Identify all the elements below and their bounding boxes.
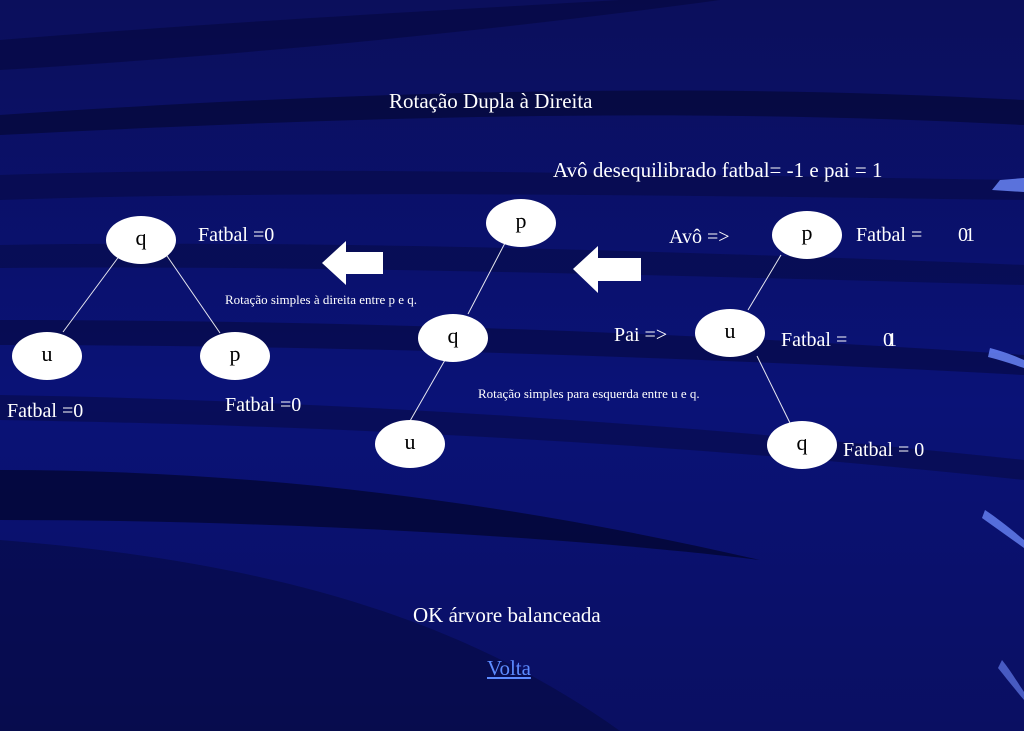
slide-subtitle: Avô desequilibrado fatbal= -1 e pai = 1: [553, 158, 883, 182]
edge-final-root-right: [164, 252, 221, 334]
tree-node: u: [695, 309, 765, 357]
fatbal-value-new: 1: [887, 329, 897, 351]
fatbal-label: Fatbal =: [781, 329, 848, 351]
fatbal-label: Fatbal =: [856, 224, 923, 246]
edge-middle-mid-bottom: [409, 359, 446, 422]
fatbal-label: Fatbal =0: [198, 224, 275, 246]
tree-node: q: [767, 421, 837, 469]
fatbal-label: Fatbal =0: [7, 400, 84, 422]
tree-node: u: [375, 420, 445, 468]
grandparent-label: Avô =>: [669, 226, 730, 248]
edge-middle-top-mid: [467, 242, 506, 315]
conclusion-text: OK árvore balanceada: [413, 603, 601, 627]
tree-node: q: [418, 314, 488, 362]
fatbal-label: Fatbal = 0: [843, 439, 925, 461]
slide-title: Rotação Dupla à Direita: [389, 89, 593, 113]
tree-node: u: [12, 332, 82, 380]
tree-node: q: [106, 216, 176, 264]
edge-final-root-left: [62, 254, 121, 333]
fatbal-label: Fatbal =0: [225, 394, 302, 416]
tree-node: p: [200, 332, 270, 380]
tree-node: p: [772, 211, 842, 259]
back-link[interactable]: Volta: [487, 656, 531, 680]
fatbal-value-old: 0: [958, 224, 968, 246]
parent-label: Pai =>: [614, 324, 668, 346]
tree-node: p: [486, 199, 556, 247]
edge-initial-parent-child: [756, 355, 791, 424]
left-arrow-icon: [322, 241, 383, 285]
rotation-note: Rotação simples à direita entre p e q.: [225, 292, 418, 307]
edge-initial-grandparent-parent: [747, 254, 782, 311]
fatbal-value-old: 0: [883, 329, 893, 351]
rotation-note: Rotação simples para esquerda entre u e …: [478, 386, 700, 401]
fatbal-value-new: 1: [965, 224, 975, 246]
left-arrow-icon: [573, 246, 641, 293]
